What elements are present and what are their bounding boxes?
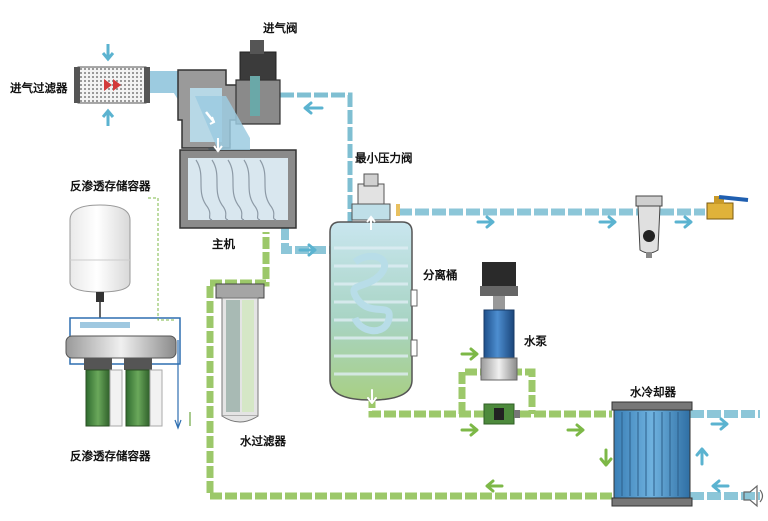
arrow-right-icon <box>298 243 317 257</box>
arrow-right-icon <box>476 215 495 229</box>
separator-label: 分离桶 <box>423 268 458 282</box>
arrow-right-icon <box>566 423 585 437</box>
arrow-right-icon <box>674 215 693 229</box>
flow-arrow-icon <box>104 79 112 91</box>
water-pump-label: 水泵 <box>524 334 547 348</box>
arrow-up-icon <box>101 108 115 126</box>
ro-filter-unit <box>65 197 191 430</box>
arrow-down-icon <box>174 419 182 430</box>
main-unit-label: 主机 <box>212 237 235 251</box>
ro-storage-tank <box>69 204 131 318</box>
arrow-right-icon <box>710 417 729 431</box>
separator-tank <box>329 173 418 401</box>
min-pressure-valve-label: 最小压力阀 <box>355 151 413 165</box>
ro-unit-lower-label: 反渗透存储容器 <box>70 449 151 463</box>
intake-filter-label: 进气过滤器 <box>10 81 68 95</box>
arrow-right-icon <box>598 215 617 229</box>
arrow-left-icon <box>485 479 504 493</box>
outlet-ball-valve <box>706 195 749 220</box>
arrow-up-icon <box>695 447 709 466</box>
arrow-left-icon <box>711 479 730 493</box>
arrow-down-icon <box>599 448 613 467</box>
water-filter-label: 水过滤器 <box>240 434 286 448</box>
flow-arrows <box>298 101 730 493</box>
arrow-right-icon <box>460 423 479 437</box>
water-filter <box>215 283 265 423</box>
outlet-filter <box>635 195 663 258</box>
arrow-down-icon <box>101 44 115 62</box>
flow-arrow-icon <box>113 79 121 91</box>
water-cooler <box>611 401 693 507</box>
intake-valve-label: 进气阀 <box>263 21 298 35</box>
intake-filter <box>74 44 150 126</box>
arrow-left-icon <box>303 101 324 115</box>
arrow-right-icon <box>460 347 479 361</box>
main-unit <box>177 40 297 229</box>
speaker-icon[interactable] <box>743 484 764 508</box>
water-pump <box>480 262 520 425</box>
arrow-down-icon <box>367 389 377 404</box>
water-cooler-label: 水冷却器 <box>630 385 676 399</box>
ro-tank-upper-label: 反渗透存储容器 <box>70 179 151 193</box>
